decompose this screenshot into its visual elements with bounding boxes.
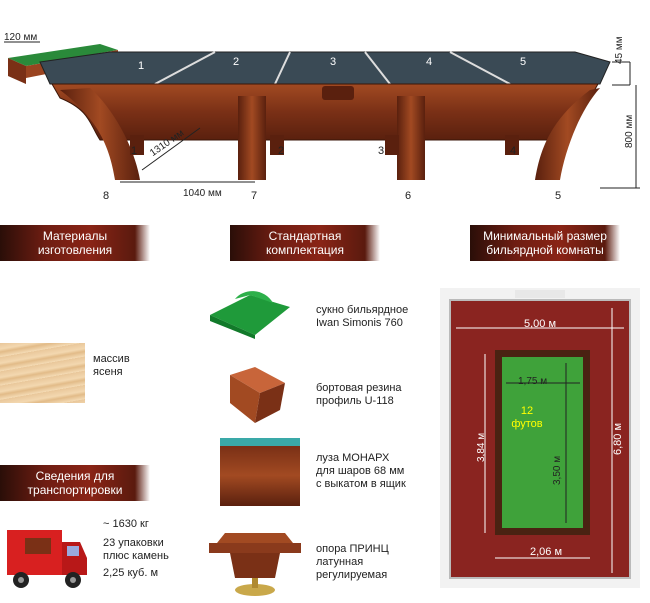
leg-middle-left [238, 96, 266, 180]
table-length-label: 3,50 м [552, 455, 563, 485]
slate-4-label: 4 [426, 56, 433, 68]
table-illustration [0, 0, 650, 210]
room-diagram [440, 288, 640, 588]
leg-2-label: 2 [278, 145, 285, 157]
leg-right [535, 88, 600, 180]
slate-top [39, 51, 611, 85]
rubber-image [225, 365, 290, 425]
clearance-length-label: 3,84 м [476, 432, 487, 462]
leg-4-label: 4 [510, 145, 517, 157]
equipment-item-pocket: луза МОНАРХ для шаров 68 мм с выкатом в … [316, 452, 406, 490]
wood-material: массив ясеня [93, 353, 130, 378]
table-height-label: 800 мм [624, 114, 635, 148]
leg-3-label: 3 [378, 145, 385, 157]
slate-1-label: 1 [138, 60, 145, 72]
equipment-item-support: опора ПРИНЦ латунная регулируемая [316, 543, 389, 581]
room-width-label: 5,00 м [524, 318, 557, 330]
leg-left [60, 88, 140, 180]
transport-info: ~ 1630 кг 23 упаковки плюс камень 2,25 к… [103, 518, 169, 579]
equipment-item-rubber: бортовая резина профиль U-118 [316, 382, 402, 407]
clearance-width-label: 2,06 м [530, 546, 563, 558]
billiard-table-drawing [4, 41, 640, 189]
cloth-image [205, 285, 295, 340]
equipment-item-cloth: сукно бильярдное Iwan Simonis 760 [316, 304, 409, 329]
leg-7-label: 7 [251, 190, 258, 202]
table-width-label: 1,75 м [518, 376, 548, 387]
table-size-label: 12 футов [511, 405, 543, 430]
leg-8-label: 8 [103, 190, 110, 202]
leg-width-label: 1040 мм [183, 188, 222, 199]
pocket-image [220, 438, 300, 506]
leg-middle-right [397, 96, 425, 180]
leg-6-label: 6 [405, 190, 412, 202]
truck-icon [5, 520, 90, 595]
ash-wood-sample [0, 343, 85, 403]
rail-width-label: 120 мм [4, 32, 38, 43]
leg-5-label: 5 [555, 190, 562, 202]
leg-support-image [205, 528, 305, 598]
top-thickness-label: 45 мм [614, 36, 625, 64]
room-length-label: 6,80 м [612, 422, 624, 455]
leg-1-label: 1 [131, 145, 138, 157]
slate-5-label: 5 [520, 56, 527, 68]
slate-3-label: 3 [330, 56, 337, 68]
slate-2-label: 2 [233, 56, 240, 68]
